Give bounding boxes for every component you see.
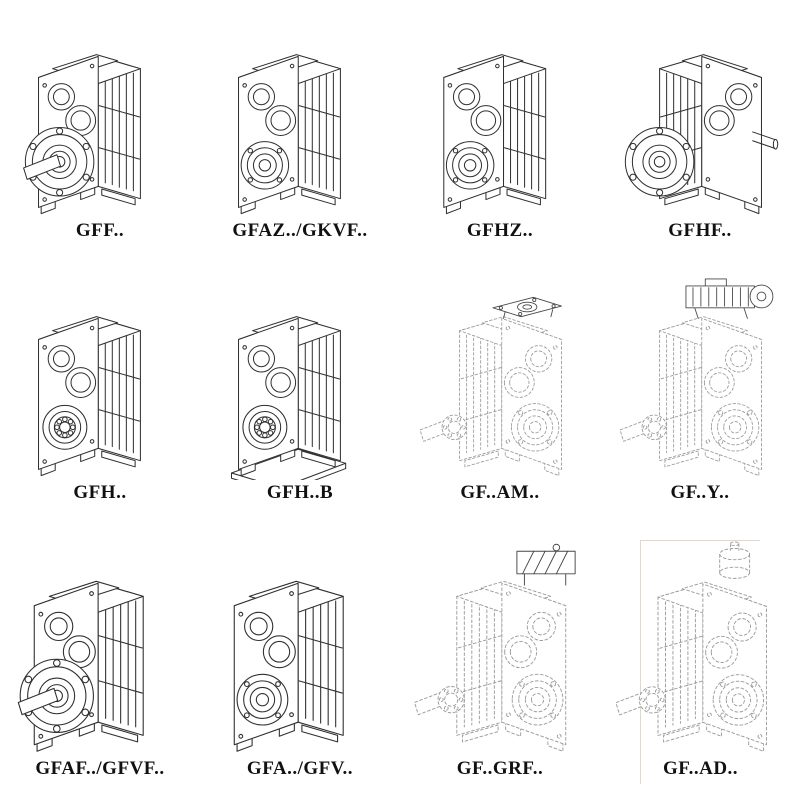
gearbox-drawing-gfh-b: [230, 316, 347, 480]
gearbox-drawing-gf-grf: [414, 543, 576, 752]
gearbox-drawing-gfhf: [624, 54, 779, 215]
gearbox-label: GF..AD..: [662, 758, 739, 779]
gearbox-cell-gfaz-gkvf: GFAZ../GKVF..: [232, 16, 367, 246]
gearbox-drawing-gfh: [38, 316, 141, 477]
gearbox-drawing-gfaf-gfvf: [17, 580, 144, 752]
gearbox-cell-gf-am: GF..AM..: [419, 278, 562, 508]
gearbox-label: GFH..B: [266, 482, 334, 503]
gearbox-cell-gf-grf: GF..GRF..: [414, 540, 576, 784]
gearbox-cell-gf-ad: GF..AD..: [614, 540, 767, 784]
gearbox-cell-gfhz: GFHZ..: [440, 16, 560, 246]
gearbox-drawing-gf-am: [419, 296, 562, 477]
gearbox-drawing-gfa-gfv: [233, 580, 344, 752]
gearbox-label: GFH..: [73, 482, 127, 503]
gearbox-cell-gfh: GFH..: [38, 278, 160, 508]
gearbox-cell-gfaf-gfvf: GFAF../GFVF..: [17, 540, 164, 784]
gearbox-cell-gfhf: GFHF..: [624, 16, 779, 246]
gearbox-label: GFF..: [75, 220, 125, 241]
gearbox-cell-gf-y: GF..Y..: [619, 278, 774, 508]
gearbox-cell-gfh-b: GFH..B: [230, 278, 360, 508]
gearbox-drawing-gff: [23, 54, 141, 215]
gearbox-label: GFHZ..: [466, 220, 534, 241]
gearbox-cell-gff: GFF..: [23, 16, 160, 246]
gearbox-drawing-gf-y: [619, 278, 774, 477]
gearbox-label: GFA../GFV..: [246, 758, 354, 779]
gearbox-cell-gfa-gfv: GFA../GFV..: [233, 540, 360, 784]
gearbox-label: GFAF../GFVF..: [35, 758, 165, 779]
gearbox-label: GF..Y..: [670, 482, 730, 503]
gearbox-label: GFHF..: [668, 220, 732, 241]
gearbox-drawing-gfhz: [443, 54, 547, 215]
gearbox-label: GFAZ../GKVF..: [232, 220, 368, 241]
gearbox-drawing-gf-ad: [614, 541, 767, 752]
gearbox-label: GF..AM..: [460, 482, 540, 503]
gearbox-label: GF..GRF..: [456, 758, 544, 779]
gearbox-drawing-gfaz-gkvf: [238, 54, 341, 215]
